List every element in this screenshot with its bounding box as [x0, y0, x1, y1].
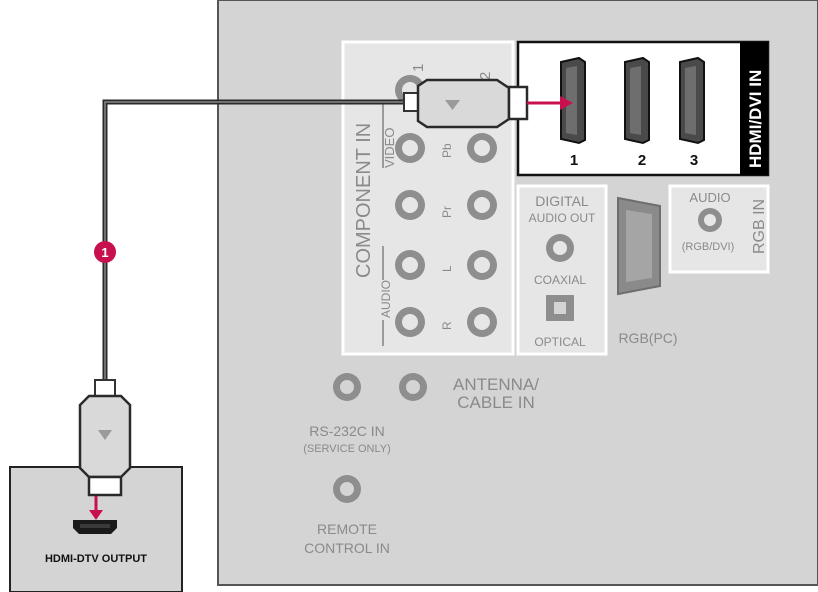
audio-label: AUDIO: [379, 280, 393, 318]
hdmi-dvi-in-title: HDMI/DVI IN: [746, 70, 765, 168]
hdmi-port-2-label: 2: [638, 152, 646, 169]
component-jack-pr-1[interactable]: [395, 190, 425, 220]
l-label: L: [440, 265, 454, 272]
rgb-in-group: RGB IN AUDIO (RGB/DVI) RGB(PC): [617, 184, 770, 346]
rgb-in-title: RGB IN: [751, 199, 768, 254]
antenna-label-line2: CABLE IN: [457, 393, 534, 412]
hdmi-port-3-label: 3: [690, 152, 698, 169]
r-label: R: [440, 321, 454, 330]
arrow-head-icon: [560, 96, 573, 110]
hdmi-dtv-output-label: HDMI-DTV OUTPUT: [45, 553, 147, 565]
device-connection-arrow: [89, 496, 103, 520]
rgb-audio-label: AUDIO: [689, 190, 730, 205]
component-jack-l-2[interactable]: [467, 250, 497, 280]
rs232-label-line1: RS-232C IN: [309, 423, 384, 439]
rs232-group: RS-232C IN (SERVICE ONLY): [303, 423, 391, 455]
rgb-pc-port[interactable]: [617, 196, 661, 296]
remote-label-line2: CONTROL IN: [304, 540, 390, 556]
component-jack-number-2: 2: [477, 72, 494, 80]
coaxial-label: COAXIAL: [534, 273, 586, 287]
hdmi-port-2[interactable]: [624, 56, 650, 145]
hdmi-port-3[interactable]: [679, 56, 705, 145]
arrow-down-icon: [89, 510, 103, 520]
optical-jack[interactable]: [546, 295, 574, 321]
component-jack-r-1[interactable]: [395, 307, 425, 337]
rs232-label-line2: (SERVICE ONLY): [303, 443, 391, 455]
antenna-group: ANTENNA/ CABLE IN: [333, 373, 539, 412]
hdmi-title-bar: [740, 42, 768, 175]
hdmi-dvi-in-panel: HDMI/DVI IN 1 2 3: [516, 40, 770, 177]
digital-audio-out-group: DIGITAL AUDIO OUT COAXIAL OPTICAL: [516, 184, 608, 356]
step-marker-1: 1: [94, 241, 116, 263]
hdmi-plug-tv-side: [403, 78, 529, 129]
hdmi-port-1-label: 1: [570, 152, 578, 169]
rgb-audio-jack[interactable]: [698, 208, 722, 232]
step-marker-number: 1: [101, 245, 108, 260]
pb-label: Pb: [440, 143, 454, 158]
hdmi-cable: [102, 99, 412, 382]
hdmi-output-port[interactable]: [73, 520, 117, 534]
rs232-jack[interactable]: [333, 373, 361, 401]
antenna-label-line1: ANTENNA/: [453, 375, 539, 394]
pr-label: Pr: [440, 206, 454, 218]
component-jack-number-1: 1: [410, 64, 427, 72]
coaxial-jack[interactable]: [546, 234, 574, 262]
rgb-audio-sub-label: (RGB/DVI): [682, 241, 735, 253]
hdmi-port-1[interactable]: [560, 56, 586, 145]
component-jack-pb-1[interactable]: [395, 133, 425, 163]
optical-label: OPTICAL: [534, 335, 586, 349]
video-label: VIDEO: [382, 128, 397, 168]
component-in-title: COMPONENT IN: [353, 123, 375, 278]
component-jack-pb-2[interactable]: [467, 133, 497, 163]
hdmi-plug-device-side: [78, 379, 132, 497]
connection-arrow: [527, 96, 573, 110]
remote-control-jack[interactable]: [333, 475, 361, 503]
component-jack-pr-2[interactable]: [467, 190, 497, 220]
component-jack-l-1[interactable]: [395, 250, 425, 280]
rgb-pc-label: RGB(PC): [618, 330, 677, 346]
remote-control-group: REMOTE CONTROL IN: [304, 475, 390, 556]
remote-label-line1: REMOTE: [317, 521, 377, 537]
antenna-jack[interactable]: [399, 373, 427, 401]
digital-audio-title-line2: AUDIO OUT: [529, 211, 596, 225]
component-jack-r-2[interactable]: [467, 307, 497, 337]
digital-audio-title-line1: DIGITAL: [535, 193, 589, 209]
